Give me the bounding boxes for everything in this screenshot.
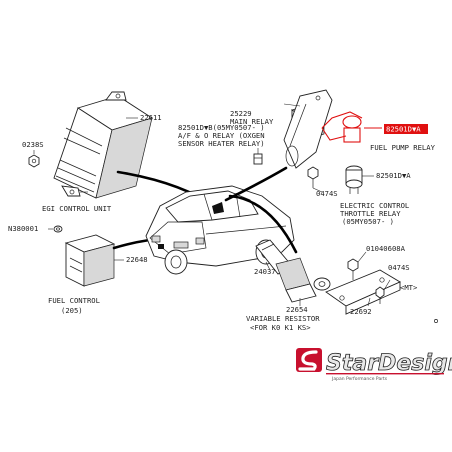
egi-part-number: 22611 [140,113,162,122]
throttle-relay-line1: ELECTRIC CONTROL [340,201,409,210]
egi-name-label: EGI CONTROL UNIT [42,204,112,213]
resistor-bracket [325,269,401,315]
throttle-relay [345,165,374,194]
fuel-pump-relay-highlight [321,111,382,143]
bracket-part-number: 22692 [350,307,372,316]
fuel-pump-relay-part-number: 82501D▼A [386,125,421,134]
fuel-pump-relay-name-label: FUEL PUMP RELAY [370,143,436,152]
fuel-control-part-number: 22648 [126,255,148,264]
throttle-relay-line2: THROTTLE RELAY [340,209,401,218]
nut-n380001-label: N380001 [8,224,38,233]
resistor-name-label: VARIABLE RESISTOR [246,314,320,323]
logo-tagline: Japan Performance Parts [331,376,388,382]
fuel-pump-relay-part-box [384,124,428,134]
nut-n380001-icon [48,225,63,233]
reference-mark [434,319,438,323]
egi-control-unit [53,91,154,199]
bolt-mt-note: <MT> [400,283,418,292]
bolt-0238s-icon [28,150,40,168]
fuel-control-name-label: FUEL CONTROL [48,296,100,305]
variable-resistor [255,239,331,306]
af-relay-name-label: A/F & O RELAY (OXGEN [178,131,265,140]
main-relay-name-label: MAIN RELAY [230,117,274,126]
resistor-location-pointer [228,194,298,254]
bolt-0474s-upper-label: 0474S [316,189,338,198]
bolt-0238s-label: 0238S [22,140,44,149]
af-relay [253,148,263,165]
resistor-connector-part-number: 24037 [254,267,276,276]
throttle-relay-line3: (05MY0507- ) [342,217,394,226]
stardesign-logo: StarDesign Japan Performance Parts [296,348,452,382]
fuel-control-unit [64,234,124,287]
main-relay-part-number: 25229 [230,109,252,118]
af-relay-part-label: 82501D▼B(05MY0507- ) [178,123,265,132]
resistor-part-number: 22654 [286,305,308,314]
bolt-01040608a-label: 01040608A [366,244,406,253]
bolt-0474s-upper-icon [307,166,323,193]
resistor-note-label: <FOR K0 K1 KS> [250,323,311,332]
throttle-relay-part-number: 82501D▼A [376,171,411,180]
main-relay [283,89,333,169]
af-relay-desc-label: SENSOR HEATER RELAY) [178,139,265,148]
bolt-0474s-lower-icon [375,279,391,304]
bolt-0474s-lower-label: 0474S [388,263,410,272]
bolt-01040608a-icon [347,251,367,280]
fuel-control-ref-label: (205) [61,306,83,315]
logo-brand-text: StarDesign [326,351,452,376]
